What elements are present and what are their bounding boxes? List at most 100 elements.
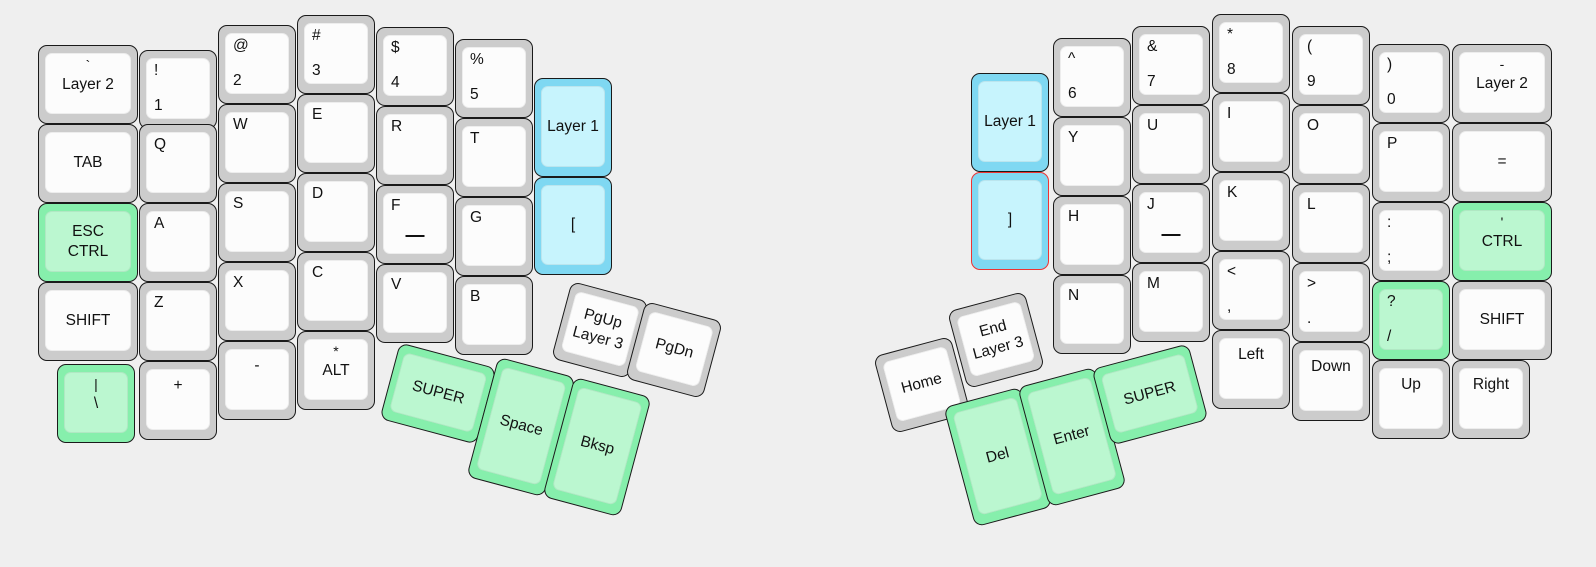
key-0-paren[interactable]: )0 [1372,44,1450,123]
keycap-surface: M [1139,271,1203,332]
key-legend-main: Home [899,369,944,398]
key-alt-asterisk[interactable]: *ALT [297,331,375,410]
key-pipe-backslash[interactable]: |\ [57,364,135,443]
key-legend-shifted: F [391,197,401,214]
key-legend-main: SHIFT [65,311,111,329]
keycap-surface: %5 [462,47,526,108]
keycap-surface: <, [1219,259,1283,320]
key-2-at[interactable]: @2 [218,25,296,104]
key-up-arrow[interactable]: Up [1372,360,1450,439]
key-r[interactable]: R [376,106,454,185]
key-legend-shifted: Z [154,294,164,311]
key-1-exclaim[interactable]: !1 [139,50,217,129]
key-ctrl-quote[interactable]: 'CTRL [1452,202,1552,281]
key-e[interactable]: E [297,94,375,173]
key-legend-main: Bksp [578,432,617,459]
key-down-arrow[interactable]: Down [1292,342,1370,421]
keycap-surface: Y [1060,125,1124,186]
key-a[interactable]: A [139,203,217,282]
key-8-asterisk[interactable]: *8 [1212,14,1290,93]
key-bracket-left[interactable]: [ [534,177,612,275]
key-b[interactable]: B [455,276,533,355]
key-tab[interactable]: TAB [38,124,138,203]
keycap-surface: Up [1379,368,1443,429]
keycap-surface: H [1060,204,1124,265]
key-legend-main: Space [497,411,545,440]
key-legend-base: / [1387,327,1392,345]
keycap-surface: ?/ [1379,289,1443,350]
key-layer1-right[interactable]: Layer 1 [971,73,1049,172]
key-period-greater[interactable]: >. [1292,263,1370,342]
key-3-hash[interactable]: #3 [297,15,375,94]
key-legend-base: 0 [1387,90,1396,108]
key-y[interactable]: Y [1053,117,1131,196]
key-u[interactable]: U [1132,105,1210,184]
key-h[interactable]: H [1053,196,1131,275]
key-m[interactable]: M [1132,263,1210,342]
key-t[interactable]: T [455,118,533,197]
key-minus-left[interactable]: - [218,341,296,420]
key-i[interactable]: I [1212,93,1290,172]
key-p[interactable]: P [1372,123,1450,202]
key-5-percent[interactable]: %5 [455,39,533,118]
key-semicolon[interactable]: :; [1372,202,1450,281]
keycap-surface: *8 [1219,22,1283,83]
key-legend-shifted: S [233,195,244,212]
key-legend-main: TAB [73,153,103,171]
key-legend-shifted: < [1227,263,1237,280]
key-d[interactable]: D [297,173,375,252]
key-c[interactable]: C [297,252,375,331]
key-q[interactable]: Q [139,124,217,203]
key-legend-shifted: ^ [1068,50,1076,67]
key-layer1-left[interactable]: Layer 1 [534,78,612,177]
key-legend-shifted: D [312,185,324,202]
key-legend-shifted: L [1307,196,1316,213]
key-legend-main: Layer 1 [547,117,599,135]
key-shift-left[interactable]: SHIFT [38,282,138,361]
key-4-dollar[interactable]: $4 [376,27,454,106]
key-legend-main: Del [984,444,1012,467]
key-f[interactable]: F [376,185,454,264]
key-legend-base: 9 [1307,72,1316,90]
key-slash-question[interactable]: ?/ [1372,281,1450,360]
key-bracket-right[interactable]: ] [971,172,1049,270]
key-v[interactable]: V [376,264,454,343]
key-l[interactable]: L [1292,184,1370,263]
key-s[interactable]: S [218,183,296,262]
homing-bar-indicator [405,235,425,237]
key-legend-top: * [333,343,339,359]
key-9-paren[interactable]: (9 [1292,26,1370,105]
key-7-ampersand[interactable]: &7 [1132,26,1210,105]
key-layer2-grave[interactable]: `Layer 2 [38,45,138,124]
key-plus[interactable]: + [139,361,217,440]
key-g[interactable]: G [455,197,533,276]
key-6-caret[interactable]: ^6 [1053,38,1131,117]
key-equals[interactable]: = [1452,123,1552,202]
key-legend-base: 1 [154,96,163,114]
keycap-surface: TAB [45,132,131,193]
key-left-arrow[interactable]: Left [1212,330,1290,409]
key-j[interactable]: J [1132,184,1210,263]
key-z[interactable]: Z [139,282,217,361]
key-comma-less[interactable]: <, [1212,251,1290,330]
key-n[interactable]: N [1053,275,1131,354]
key-k[interactable]: K [1212,172,1290,251]
keycap-surface: E [304,102,368,163]
key-legend-main: [ [570,215,576,233]
key-legend-main: Down [1311,358,1351,375]
key-layer2-minus[interactable]: -Layer 2 [1452,44,1552,123]
key-shift-right[interactable]: SHIFT [1452,281,1552,360]
key-super-right[interactable]: SUPER [1091,343,1209,446]
key-right-arrow[interactable]: Right [1452,360,1530,439]
keycap-surface: ] [978,180,1042,260]
key-legend-shifted: ! [154,62,159,79]
key-o[interactable]: O [1292,105,1370,184]
key-legend-shifted: I [1227,105,1232,122]
key-w[interactable]: W [218,104,296,183]
key-x[interactable]: X [218,262,296,341]
